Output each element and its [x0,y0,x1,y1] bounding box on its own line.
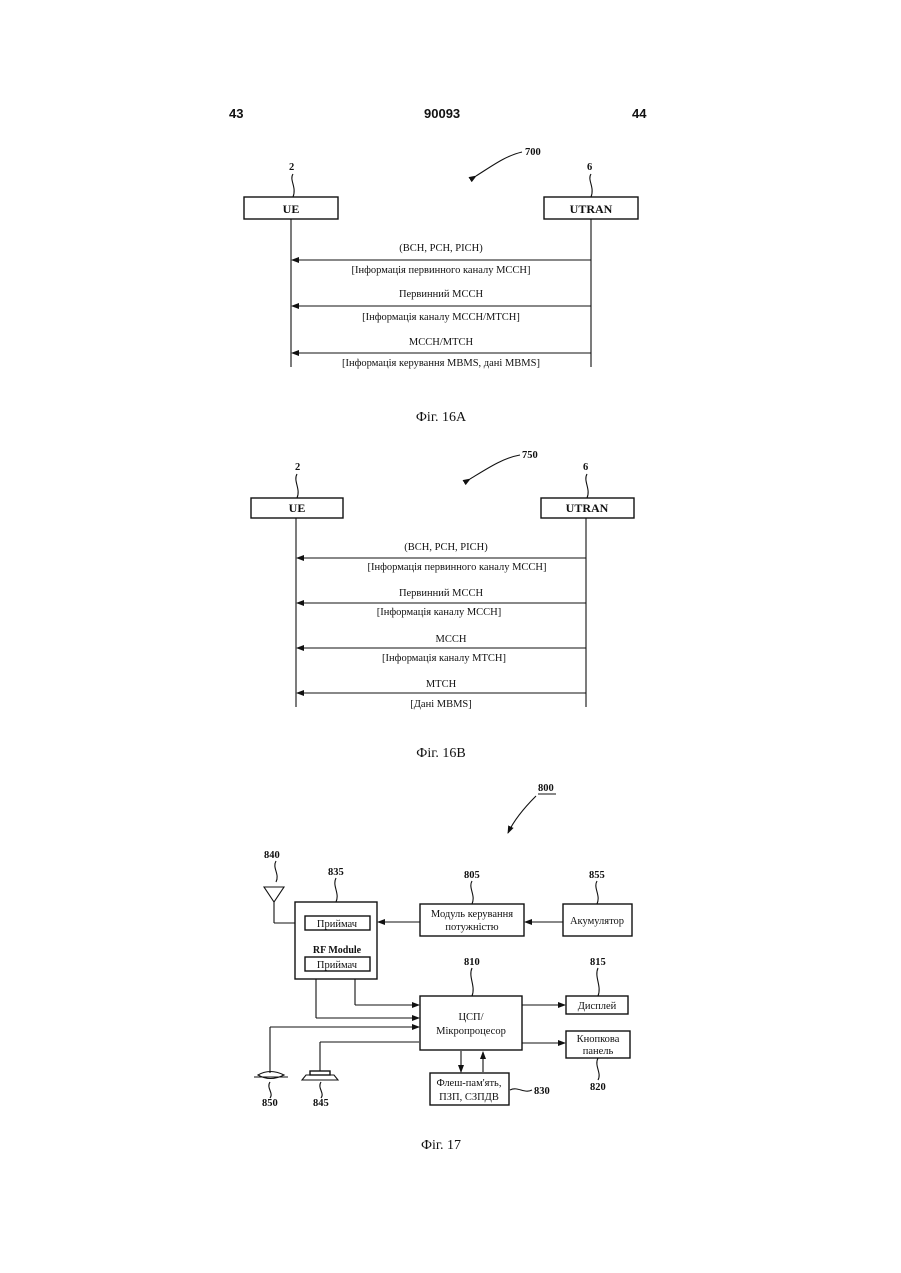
rf-module-label: RF Module [313,945,362,956]
message-top-label: (BCH, PCH, PICH) [404,542,488,553]
utran-label: UTRAN [570,202,613,216]
ref-815: 815 [590,957,606,968]
ref-830: 830 [534,1086,550,1097]
ref-820-leader [597,1058,599,1080]
antenna-icon [264,887,284,902]
speaker-icon [310,1071,330,1075]
ue-ref-leader [296,474,298,498]
ref-750: 750 [522,450,538,461]
memory-line1: Флеш-пам'ять, [437,1078,502,1089]
message-bottom-label: [Дані MBMS] [410,699,472,710]
ref-840: 840 [264,850,280,861]
ref-810: 810 [464,957,480,968]
figure-16b: 750 2 6 UE UTRAN (BCH, PCH, PICH) [Інфор… [251,450,634,761]
ue-label: UE [283,202,300,216]
ref-800-leader [508,796,536,833]
power-control-line2: потужністю [445,922,498,933]
message-bottom-label: [Інформація керування MBMS, дані MBMS] [342,358,540,369]
ref-750-leader [470,455,520,479]
figure-16a: 700 2 6 UE UTRAN (BCH, PCH, PICH) [Інфор… [244,147,638,425]
ref-845: 845 [313,1098,329,1109]
ref-840-leader [275,861,277,882]
ref-835-leader [335,878,337,902]
dsp-line2: Мікропроцесор [436,1026,506,1037]
message-top-label: (BCH, PCH, PICH) [399,243,483,254]
ue-ref-2: 2 [289,162,294,173]
ref-700-leader [476,152,522,176]
ue-ref-2: 2 [295,462,300,473]
ref-805-leader [471,881,473,904]
caption-fig-16b: Фіг. 16B [416,746,465,761]
ref-850-leader [269,1082,271,1098]
message-top-label: Первинний MCCH [399,289,484,300]
receiver-top-label: Приймач [317,919,358,930]
display-label: Дисплей [578,1001,617,1012]
dsp-line1: ЦСП/ [458,1012,483,1023]
message-top-label: MCCH/MTCH [409,337,474,348]
utran-ref-6: 6 [587,162,592,173]
dsp-box [420,996,522,1050]
ref-845-leader [320,1082,322,1098]
caption-fig-17: Фіг. 17 [421,1138,461,1153]
ref-855-leader [596,881,598,904]
utran-ref-leader [586,474,588,498]
message-bottom-label: [Інформація первинного каналу MCCH] [351,265,530,276]
message-bottom-label: [Інформація каналу MCCH/MTCH] [362,312,520,323]
message-bottom-label: [Інформація первинного каналу MCCH] [367,562,546,573]
message-top-label: Первинний MCCH [399,588,484,599]
ref-850: 850 [262,1098,278,1109]
figure-17: 800 840 835 Приймач RF Module Приймач 80… [254,783,632,1153]
ref-800: 800 [538,783,554,794]
receiver-bottom-label: Приймач [317,960,358,971]
ref-855: 855 [589,870,605,881]
caption-fig-16a: Фіг. 16A [416,410,467,425]
ref-810-leader [471,968,473,996]
ue-label: UE [289,501,306,515]
speaker-cone [302,1075,338,1080]
battery-label: Акумулятор [570,916,624,927]
keypad-line2: панель [583,1046,614,1057]
utran-ref-leader [590,174,592,197]
utran-ref-6: 6 [583,462,588,473]
power-control-line1: Модуль керування [431,909,513,920]
ue-ref-leader [292,174,294,197]
ref-700: 700 [525,147,541,158]
ref-820: 820 [590,1082,606,1093]
memory-line2: ПЗП, СЗПДВ [439,1092,499,1103]
ref-805: 805 [464,870,480,881]
message-top-label: MCCH [436,634,467,645]
message-bottom-label: [Інформація каналу MCCH] [377,607,502,618]
message-top-label: MTCH [426,679,457,690]
ref-815-leader [597,968,599,996]
ref-835: 835 [328,867,344,878]
ref-830-leader [510,1089,532,1091]
utran-label: UTRAN [566,501,609,515]
message-bottom-label: [Інформація каналу MTCH] [382,653,506,664]
keypad-line1: Кнопкова [577,1034,620,1045]
